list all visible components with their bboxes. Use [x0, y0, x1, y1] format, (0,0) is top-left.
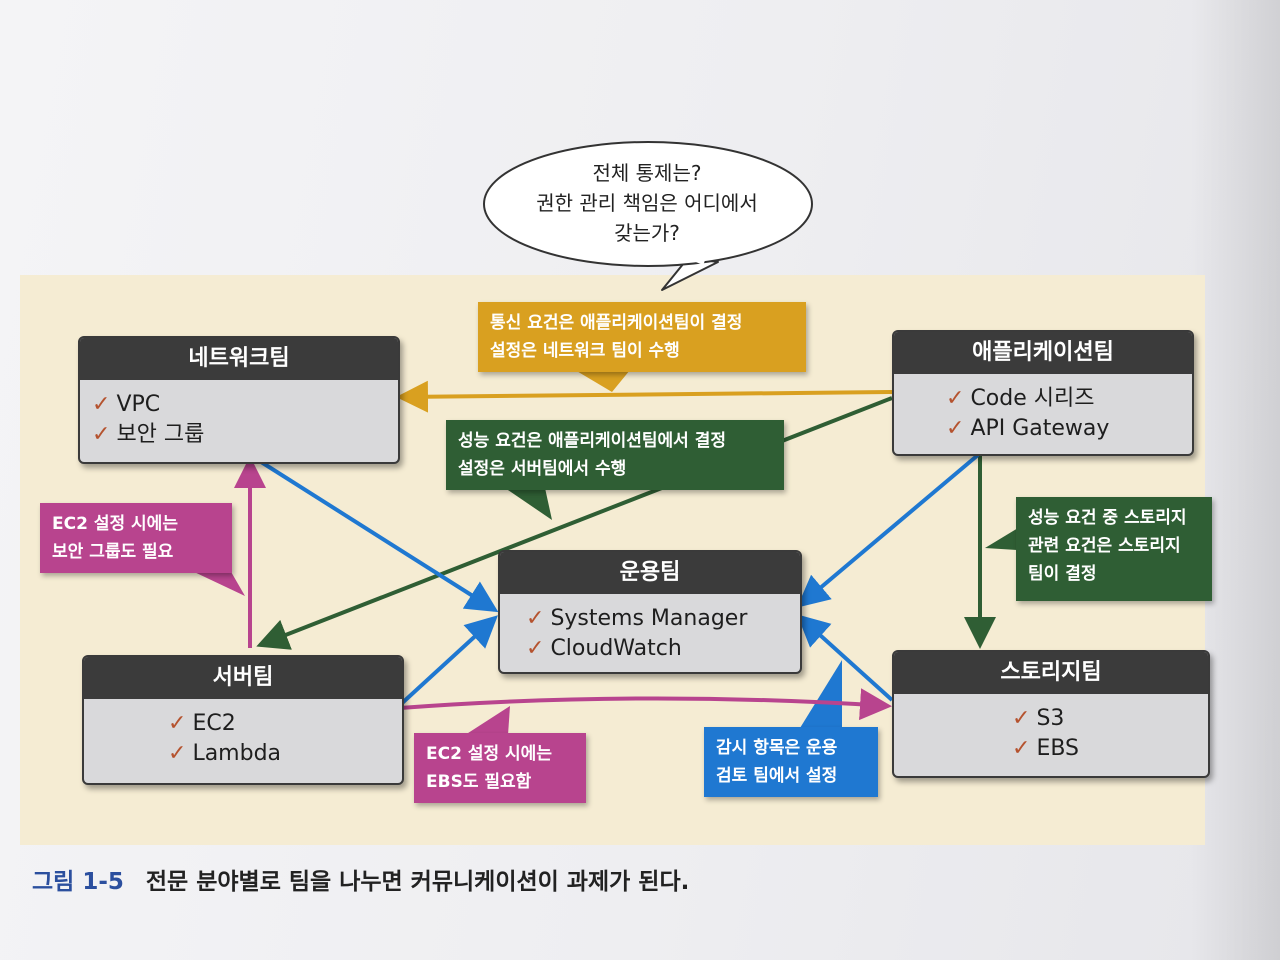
check-icon: ✓: [92, 422, 111, 447]
figure-number: 그림 1-5: [32, 869, 124, 895]
check-icon: ✓: [946, 416, 965, 441]
check-icon: ✓: [1012, 736, 1031, 761]
page-edge-shadow: [1190, 0, 1280, 960]
team-item: ✓Systems Manager: [526, 606, 748, 631]
note-ebs-needed: EC2 설정 시에는 EBS도 필요함: [414, 733, 586, 803]
note-line: 성능 요건은 애플리케이션팀에서 결정: [458, 431, 726, 451]
team-item: ✓CloudWatch: [526, 636, 682, 661]
ebs-note-pointer: [465, 706, 510, 735]
team-item: ✓EC2: [168, 711, 236, 736]
arrow-storage-to-operations: [797, 614, 894, 702]
figure-caption: 그림 1-5 전문 분야별로 팀을 나누면 커뮤니케이션이 과제가 된다.: [32, 862, 689, 896]
note-line: EC2 설정 시에는: [52, 514, 178, 534]
figure-caption-text: 전문 분야별로 팀을 나누면 커뮤니케이션이 과제가 된다.: [145, 869, 690, 895]
note-line: EC2 설정 시에는: [426, 744, 552, 764]
speech-bubble: [483, 141, 813, 267]
note-monitoring-items: 감시 항목은 운용 검토 팀에서 설정: [704, 727, 878, 797]
team-item: ✓Code 시리즈: [946, 386, 1095, 411]
check-icon: ✓: [526, 636, 545, 661]
check-icon: ✓: [168, 711, 187, 736]
note-line: 성능 요건 중 스토리지: [1028, 508, 1187, 528]
team-box-network: 네트워크팀 ✓VPC ✓보안 그룹: [78, 336, 400, 464]
arrow-server-to-operations: [398, 615, 498, 707]
team-item: ✓EBS: [1012, 736, 1080, 761]
note-storage-requirements: 성능 요건 중 스토리지 관련 요건은 스토리지 팀이 결정: [1016, 497, 1212, 601]
comm-note-pointer: [575, 370, 630, 392]
note-performance-requirements: 성능 요건은 애플리케이션팀에서 결정 설정은 서버팀에서 수행: [446, 420, 784, 490]
note-communication-requirements: 통신 요건은 애플리케이션팀이 결정 설정은 네트워크 팀이 수행: [478, 302, 806, 372]
team-item: ✓VPC: [92, 392, 161, 417]
note-line: 팀이 결정: [1028, 564, 1097, 584]
arrow-application-to-network: [396, 380, 893, 413]
team-title: 서버팀: [84, 657, 402, 699]
team-item: ✓보안 그룹: [92, 422, 205, 447]
check-icon: ✓: [92, 392, 111, 417]
sg-note-pointer: [190, 570, 245, 596]
check-icon: ✓: [946, 386, 965, 411]
storage-note-pointer: [985, 528, 1018, 550]
check-icon: ✓: [526, 606, 545, 631]
perf-note-pointer: [505, 488, 552, 520]
note-line: 관련 요건은 스토리지: [1028, 536, 1181, 556]
bubble-line: 전체 통제는?: [592, 161, 702, 185]
team-item: ✓Lambda: [168, 741, 282, 766]
note-line: 통신 요건은 애플리케이션팀이 결정: [490, 313, 743, 333]
check-icon: ✓: [168, 741, 187, 766]
speech-bubble-text: 전체 통제는? 권한 관리 책임은 어디에서 갖는가?: [488, 158, 806, 248]
team-title: 스토리지팀: [894, 652, 1208, 694]
monitor-note-pointer: [800, 660, 842, 728]
team-box-operations: 운용팀 ✓Systems Manager ✓CloudWatch: [498, 550, 802, 674]
note-line: 설정은 서버팀에서 수행: [458, 459, 627, 479]
team-item: ✓S3: [1012, 706, 1065, 731]
note-line: EBS도 필요함: [426, 772, 532, 792]
arrow-application-to-operations: [796, 453, 980, 608]
check-icon: ✓: [1012, 706, 1031, 731]
note-security-group-needed: EC2 설정 시에는 보안 그룹도 필요: [40, 503, 232, 573]
bubble-line: 권한 관리 책임은 어디에서: [536, 191, 758, 215]
arrow-application-to-server: [256, 396, 893, 650]
bubble-line: 갖는가?: [614, 221, 680, 245]
team-box-application: 애플리케이션팀 ✓Code 시리즈 ✓API Gateway: [892, 330, 1194, 456]
note-line: 보안 그룹도 필요: [52, 542, 174, 562]
team-title: 운용팀: [500, 552, 800, 594]
note-line: 검토 팀에서 설정: [716, 766, 838, 786]
team-title: 네트워크팀: [80, 338, 398, 380]
team-box-storage: 스토리지팀 ✓S3 ✓EBS: [892, 650, 1210, 778]
arrow-server-to-storage: [399, 688, 892, 721]
team-title: 애플리케이션팀: [894, 332, 1192, 374]
note-line: 감시 항목은 운용: [716, 738, 838, 758]
team-item: ✓API Gateway: [946, 416, 1110, 441]
arrow-network-to-operations: [256, 458, 499, 613]
note-line: 설정은 네트워크 팀이 수행: [490, 341, 680, 361]
team-box-server: 서버팀 ✓EC2 ✓Lambda: [82, 655, 404, 785]
